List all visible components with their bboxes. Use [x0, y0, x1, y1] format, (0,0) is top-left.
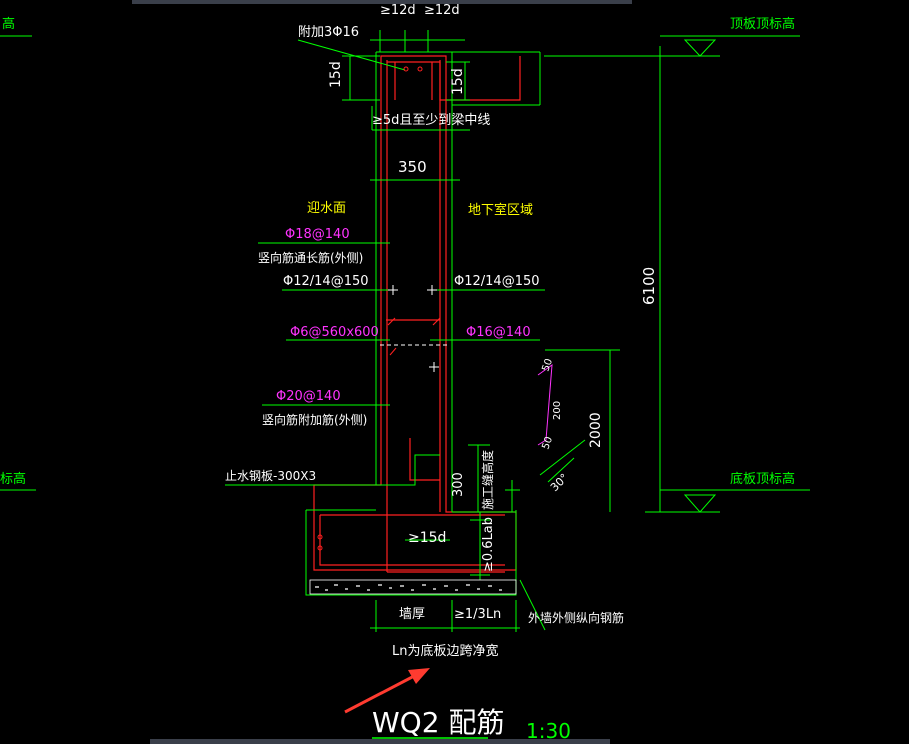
bottom-elevation-label: 底板顶标高 [730, 471, 795, 487]
water-side-label: 迎水面 [307, 201, 346, 216]
waterstop-shape [537, 363, 553, 446]
tie-hook [389, 347, 397, 356]
waterstop-label: 止水钢板-300X3 [225, 469, 316, 483]
dim-12d-left: ≥12d [380, 3, 416, 18]
height-lap: 2000 [588, 412, 604, 448]
outer-vert-note: 外墙外侧纵向钢筋 [528, 610, 624, 625]
left-top-elevation: 高 [2, 16, 15, 32]
rebar-cross-marks [388, 285, 439, 372]
basement-side-label: 地下室区域 [468, 202, 533, 218]
vert-add-bar: Φ20@140 [276, 389, 341, 404]
base-ln-label: ≥1/3Ln [454, 607, 501, 622]
top-bar-circles [317, 66, 423, 551]
anchor-06lab: ≥0.6Lab [481, 517, 496, 572]
anchor-15d-bottom: ≥15d [408, 530, 446, 546]
viewport-top-bar [132, 0, 632, 4]
left-bottom-elevation: 标高 [0, 471, 26, 487]
dimension-lines [305, 30, 720, 632]
annotation-arrow-icon [344, 668, 430, 714]
viewport-bottom-bar [150, 739, 610, 744]
drawing-title: WQ2 配筋 [372, 706, 504, 739]
vert-outer-bar: Φ18@140 [285, 227, 350, 242]
tie-bar: Φ6@560x600 [290, 325, 379, 340]
dim-12d-right: ≥12d [424, 3, 460, 18]
vert-inner-bar: Φ16@140 [466, 325, 531, 340]
anchor-note: ≥5d且至少到梁中线 [372, 113, 490, 128]
base-wall-label: 墙厚 [399, 607, 425, 622]
height-total: 6100 [640, 267, 658, 305]
vert-outer-note: 竖向筋通长筋(外侧) [258, 250, 363, 265]
blinding-layer [309, 579, 517, 595]
dim-15d-left: 15d [328, 61, 344, 88]
dim-15d-right: 15d [450, 68, 466, 95]
elevation-triangle-icon [0, 35, 810, 513]
leader-lines [225, 39, 586, 631]
dim-50-bot: 50 [540, 435, 555, 451]
horiz-inner-bar: Φ12/14@150 [454, 274, 540, 289]
top-elevation-label: 顶板顶标高 [730, 16, 795, 32]
drawing-scale: 1:30 [526, 719, 571, 743]
ln-note: Ln为底板边跨净宽 [392, 643, 498, 659]
dim-300: 300 [451, 472, 466, 497]
vert-add-note: 竖向筋附加筋(外侧) [262, 412, 367, 427]
add-bars-label: 附加3Φ16 [298, 25, 359, 40]
wall-thickness: 350 [398, 158, 427, 176]
angle-30: 30° [548, 471, 571, 494]
horiz-outer-bar: Φ12/14@150 [283, 274, 369, 289]
dim-50-top: 50 [540, 357, 555, 373]
dim-200: 200 [552, 401, 563, 420]
construction-joint-label: 施工缝高度 [480, 450, 495, 510]
